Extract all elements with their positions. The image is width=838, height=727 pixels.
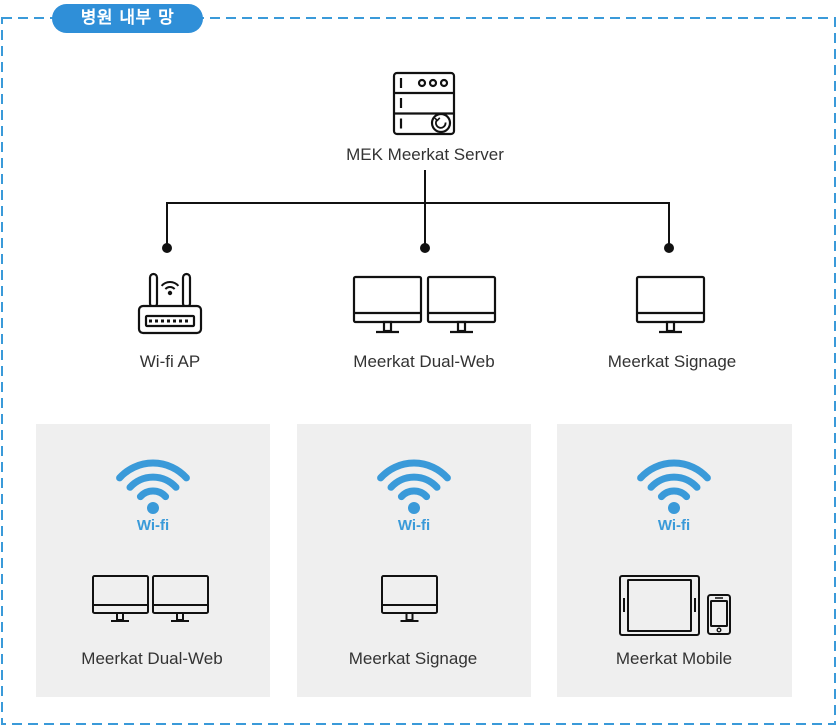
- zone-2-wifi-label: Wi-fi: [397, 517, 431, 534]
- zone-3-background: [557, 424, 792, 697]
- node-label-wifi-ap: Wi-fi AP: [139, 352, 201, 371]
- connectors: [166, 170, 670, 248]
- server-icon: [392, 71, 456, 136]
- zone-2-background: [297, 424, 531, 697]
- server-label: MEK Meerkat Server: [346, 145, 504, 164]
- tablet-phone-icon: [619, 575, 731, 636]
- zone-1-background: [36, 424, 270, 697]
- zone-1-device-label: Meerkat Dual-Web: [81, 649, 223, 668]
- network-title-badge: 병원 내부 망: [52, 4, 203, 33]
- zone-1-wifi-label: Wi-fi: [136, 517, 170, 534]
- connection-node-dot: [664, 243, 674, 253]
- monitor-icon: [635, 275, 706, 334]
- tablet-icon: [619, 575, 700, 636]
- router-icon: [137, 272, 203, 335]
- connection-node-dot: [420, 243, 430, 253]
- node-label-signage: Meerkat Signage: [607, 352, 737, 371]
- zone-2-device-label: Meerkat Signage: [348, 649, 478, 668]
- node-label-dual-web: Meerkat Dual-Web: [353, 352, 495, 371]
- connection-node-dot: [162, 243, 172, 253]
- monitor-icon: [381, 575, 438, 622]
- phone-icon: [707, 594, 731, 635]
- zone-3-wifi-label: Wi-fi: [657, 517, 691, 534]
- dual-monitor-icon: [92, 575, 209, 622]
- dual-monitor-icon: [352, 275, 497, 334]
- network-boundary: [1, 17, 836, 725]
- zone-3-device-label: Meerkat Mobile: [615, 649, 733, 668]
